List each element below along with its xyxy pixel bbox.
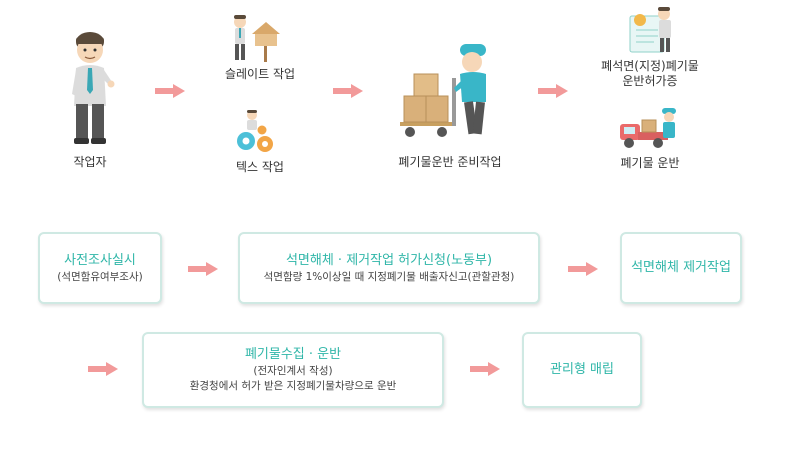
cert-label-line1: 폐석면(지정)폐기물 <box>601 59 699 73</box>
step-title: 폐기물수집 · 운반 <box>244 347 342 362</box>
tex-label: 텍스 작업 <box>236 160 284 174</box>
worker-figure-icon <box>72 32 115 144</box>
transport-label: 폐기물 운반 <box>620 156 680 170</box>
arrow-icon <box>470 362 500 376</box>
arrow-icon <box>333 84 363 98</box>
forklift-worker-icon <box>400 44 486 137</box>
step-subtitle: 석면함량 1%이상일 때 지정폐기물 배출자신고(관할관청) <box>263 270 515 283</box>
step-box-permit: 석면해체 · 제거작업 허가신청(노동부) 석면함량 1%이상일 때 지정폐기물… <box>238 232 540 304</box>
arrow-icon <box>88 362 118 376</box>
step-box-removal: 석면해체 제거작업 <box>620 232 742 304</box>
worker-label: 작업자 <box>73 155 107 169</box>
arrow-icon <box>568 262 598 276</box>
cert-label-line2: 운반허가증 <box>622 74 678 88</box>
house-signpost-icon <box>234 15 280 62</box>
step-subtitle: (석면함유여부조사) <box>57 270 143 283</box>
arrow-icon <box>538 84 568 98</box>
certificate-icon <box>629 7 671 53</box>
step-title: 석면해체 · 제거작업 허가신청(노동부) <box>285 252 493 268</box>
step-subtitle: (전자인계서 작성) <box>253 365 333 377</box>
step-title: 관리형 매립 <box>550 362 614 377</box>
step-box-collection: 폐기물수집 · 운반 (전자인계서 작성) 환경청에서 허가 받은 지정폐기물차… <box>142 332 444 408</box>
step-title: 사전조사실시 <box>64 252 136 268</box>
step-box-landfill: 관리형 매립 <box>522 332 642 408</box>
step-box-survey: 사전조사실시 (석면함유여부조사) <box>38 232 162 304</box>
step-title: 석면해체 제거작업 <box>631 260 731 275</box>
gears-icon <box>237 110 273 152</box>
step-subtitle: 환경청에서 허가 받은 지정폐기물차량으로 운반 <box>189 380 397 392</box>
slate-label: 슬레이트 작업 <box>224 67 296 81</box>
arrow-icon <box>155 84 185 98</box>
prep-label: 폐기물운반 준비작업 <box>398 155 502 169</box>
arrow-icon <box>188 262 218 276</box>
delivery-truck-icon <box>620 108 676 148</box>
